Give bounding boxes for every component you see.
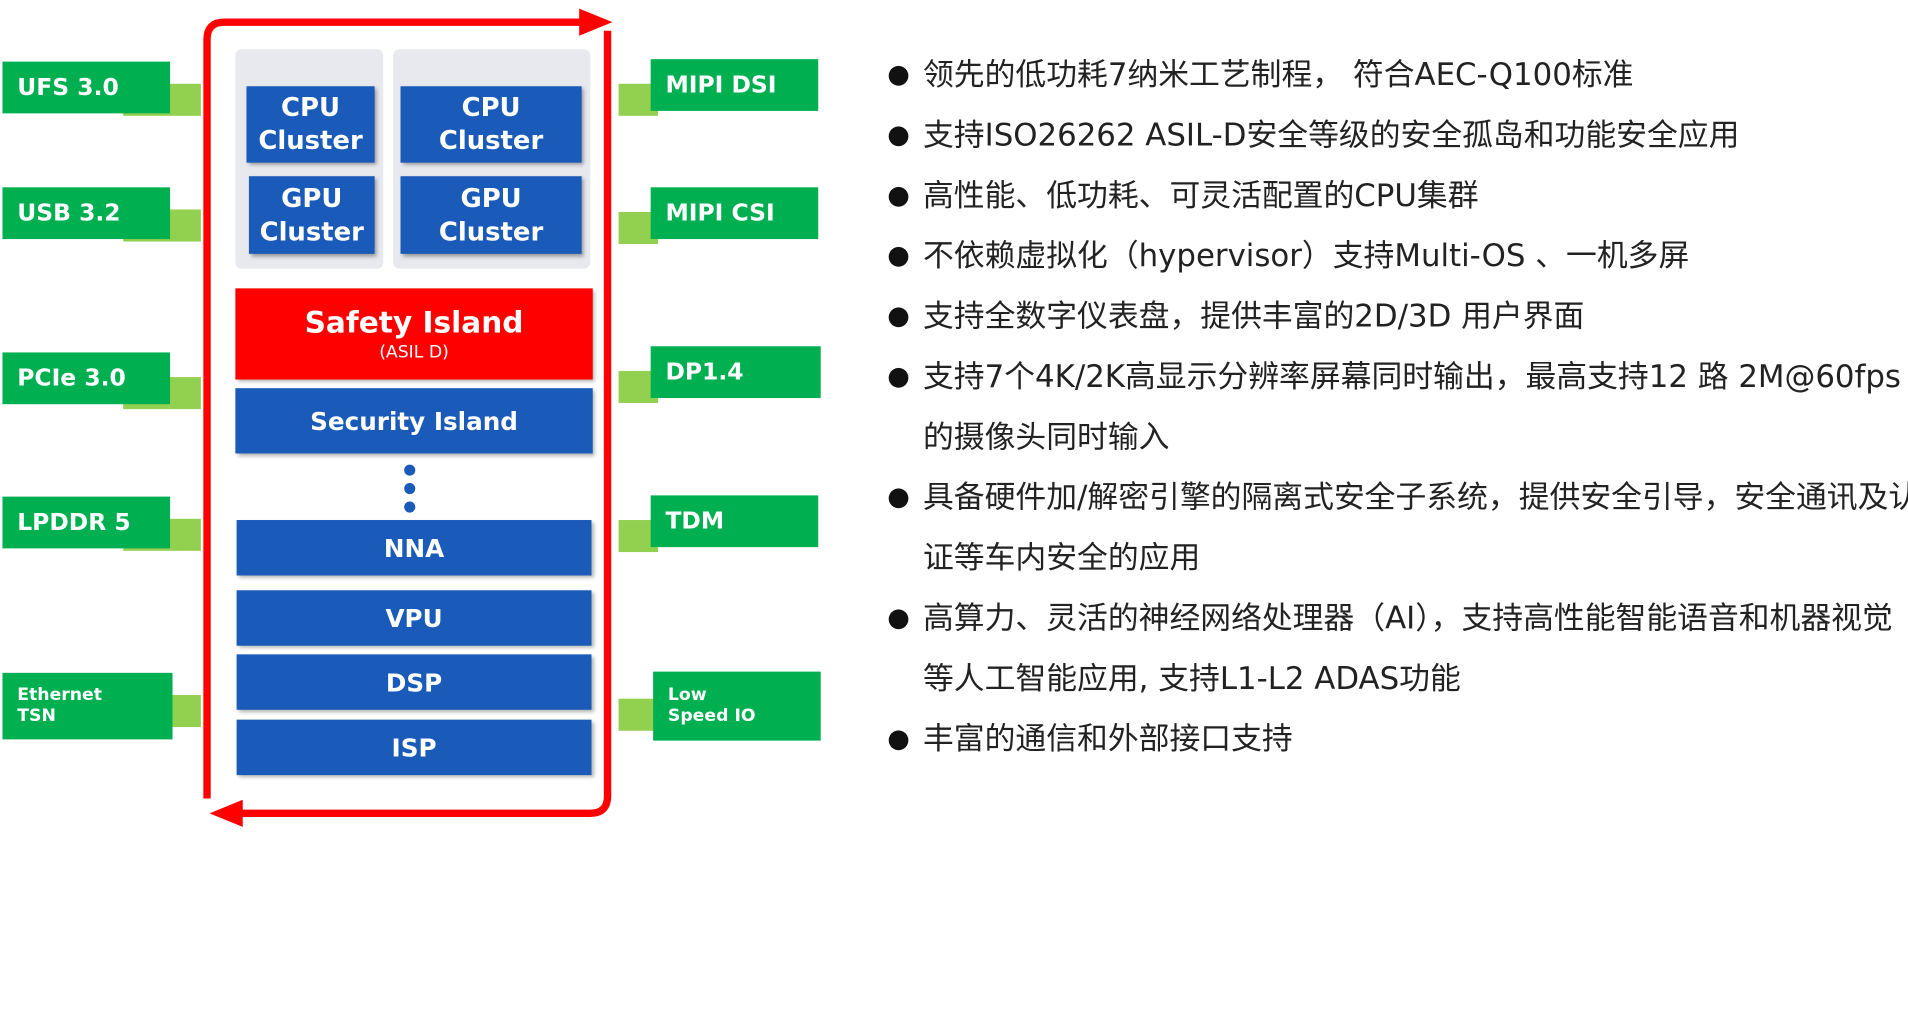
cpu-cluster-left-line1: CPU — [281, 92, 341, 122]
bullet-icon: ● — [887, 179, 910, 210]
vpu-block-label: VPU — [385, 603, 443, 633]
interface-lpddr-label: LPDDR 5 — [2, 496, 171, 549]
safety-island-subtitle: (ASIL D) — [379, 342, 449, 363]
feature-text: 支持全数字仪表盘，提供丰富的2D/3D 用户界面 — [922, 298, 1585, 334]
feature-text: 支持ISO26262 ASIL-D安全等级的安全孤岛和功能安全应用 — [922, 117, 1740, 153]
nna-block: NNA — [236, 520, 592, 576]
cpu-cluster-right: CPU Cluster — [400, 86, 582, 163]
bullet-icon: ● — [887, 602, 910, 633]
isp-block-label: ISP — [391, 732, 437, 763]
feature-text: 支持7个4K/2K高显示分辨率屏幕同时输出，最高支持12 路 2M@60fps的… — [922, 358, 1901, 455]
gpu-cluster-left-line2: Cluster — [259, 216, 364, 246]
gpu-cluster-right-line2: Cluster — [438, 216, 544, 246]
bullet-icon: ● — [887, 240, 910, 270]
interface-ethernet-line2: TSN — [17, 706, 56, 726]
interface-dp-label: DP1.4 — [650, 346, 821, 399]
cpu-cluster-right-line1: CPU — [461, 92, 521, 122]
interface-tdm: TDM — [618, 493, 826, 555]
cpu-cluster-right-line2: Cluster — [438, 125, 544, 156]
feature-text: 具备硬件加/解密引擎的隔离式安全子系统，提供安全引导，安全通讯及认证等车内安全的… — [922, 479, 1908, 576]
vpu-block: VPU — [236, 590, 592, 646]
feature-item: ● 支持全数字仪表盘，提供丰富的2D/3D 用户界面 — [887, 286, 1908, 346]
interface-dp: DP1.4 — [618, 344, 826, 406]
feature-text: 高算力、灵活的神经网络处理器（AI），支持高性能智能语音和机器视觉等人工智能应用… — [922, 600, 1893, 697]
ellipsis-dot-1 — [404, 464, 416, 476]
feature-text: 丰富的通信和外部接口支持 — [922, 720, 1293, 757]
arrow-head-right-icon — [579, 8, 613, 36]
gpu-cluster-right-line1: GPU — [460, 182, 522, 213]
feature-item: ● 不依赖虚拟化（hypervisor）支持Multi-OS 、一机多屏 — [887, 226, 1908, 286]
interface-mipi-dsi-label: MIPI DSI — [650, 59, 819, 111]
feature-item: ● 支持ISO26262 ASIL-D安全等级的安全孤岛和功能安全应用 — [887, 105, 1908, 165]
bullet-icon: ● — [887, 300, 910, 331]
feature-item: ● 具备硬件加/解密引擎的隔离式安全子系统，提供安全引导，安全通讯及认证等车内安全… — [887, 467, 1908, 588]
interface-low-speed-line1: Low — [667, 685, 707, 705]
dsp-block-label: DSP — [385, 667, 443, 697]
gpu-cluster-right: GPU Cluster — [400, 176, 582, 254]
interface-ufs: UFS 3.0 — [0, 59, 207, 118]
feature-item: ● 高算力、灵活的神经网络处理器（AI），支持高性能智能语音和机器视觉等人工智能应… — [887, 588, 1908, 709]
feature-text: 高性能、低功耗、可灵活配置的CPU集群 — [922, 177, 1479, 214]
feature-item: ● 领先的低功耗7纳米工艺制程， 符合AEC-Q100标准 — [887, 44, 1908, 104]
feature-item: ● 丰富的通信和外部接口支持 — [887, 709, 1908, 769]
safety-island: Safety Island (ASIL D) — [235, 288, 593, 380]
safety-island-title: Safety Island — [304, 305, 524, 341]
ellipsis-dot-3 — [404, 501, 416, 513]
interface-ethernet-line1: Ethernet — [17, 685, 103, 705]
dsp-block: DSP — [236, 654, 592, 710]
feature-list: ● 领先的低功耗7纳米工艺制程， 符合AEC-Q100标准 ● 支持ISO26262… — [887, 44, 1908, 769]
gpu-cluster-left: GPU Cluster — [248, 176, 375, 254]
ellipsis-dot-2 — [404, 483, 416, 495]
nna-block-label: NNA — [383, 532, 445, 563]
interface-mipi-csi-label: MIPI CSI — [650, 187, 819, 240]
interface-tdm-label: TDM — [650, 495, 819, 548]
interface-pcie-label: PCIe 3.0 — [2, 352, 171, 405]
gpu-cluster-left-line1: GPU — [281, 182, 343, 213]
safety-loop-frame — [203, 8, 613, 827]
feature-text: 领先的低功耗7纳米工艺制程， 符合AEC-Q100标准 — [922, 56, 1634, 93]
interface-mipi-csi: MIPI CSI — [618, 185, 826, 247]
interface-ufs-label: UFS 3.0 — [2, 61, 171, 114]
bullet-icon: ● — [887, 723, 910, 753]
security-island-label: Security Island — [310, 406, 518, 436]
interface-low-speed-io: Low Speed IO — [618, 671, 826, 743]
cpu-cluster-left-line2: Cluster — [258, 125, 363, 156]
feature-text: 不依赖虚拟化（hypervisor）支持Multi-OS 、一机多屏 — [922, 237, 1690, 274]
feature-item: ● 高性能、低功耗、可灵活配置的CPU集群 — [887, 165, 1908, 225]
interface-mipi-dsi: MIPI DSI — [618, 57, 826, 119]
feature-item: ● 支持7个4K/2K高显示分辨率屏幕同时输出，最高支持12 路 2M@60fps… — [887, 346, 1908, 467]
bullet-icon: ● — [887, 59, 910, 89]
bullet-icon: ● — [887, 119, 910, 150]
interface-usb-label: USB 3.2 — [2, 187, 171, 240]
bullet-icon: ● — [887, 361, 910, 391]
bullet-icon: ● — [887, 481, 910, 512]
interface-usb: USB 3.2 — [0, 185, 207, 244]
interface-lpddr: LPDDR 5 — [0, 494, 207, 553]
interface-low-speed-line2: Speed IO — [667, 706, 756, 726]
isp-block: ISP — [236, 719, 592, 776]
interface-ethernet: Ethernet TSN — [0, 672, 207, 744]
interface-pcie: PCIe 3.0 — [0, 350, 207, 410]
arrow-head-left-icon — [209, 799, 243, 827]
cpu-cluster-left: CPU Cluster — [246, 86, 375, 163]
security-island: Security Island — [235, 388, 593, 454]
